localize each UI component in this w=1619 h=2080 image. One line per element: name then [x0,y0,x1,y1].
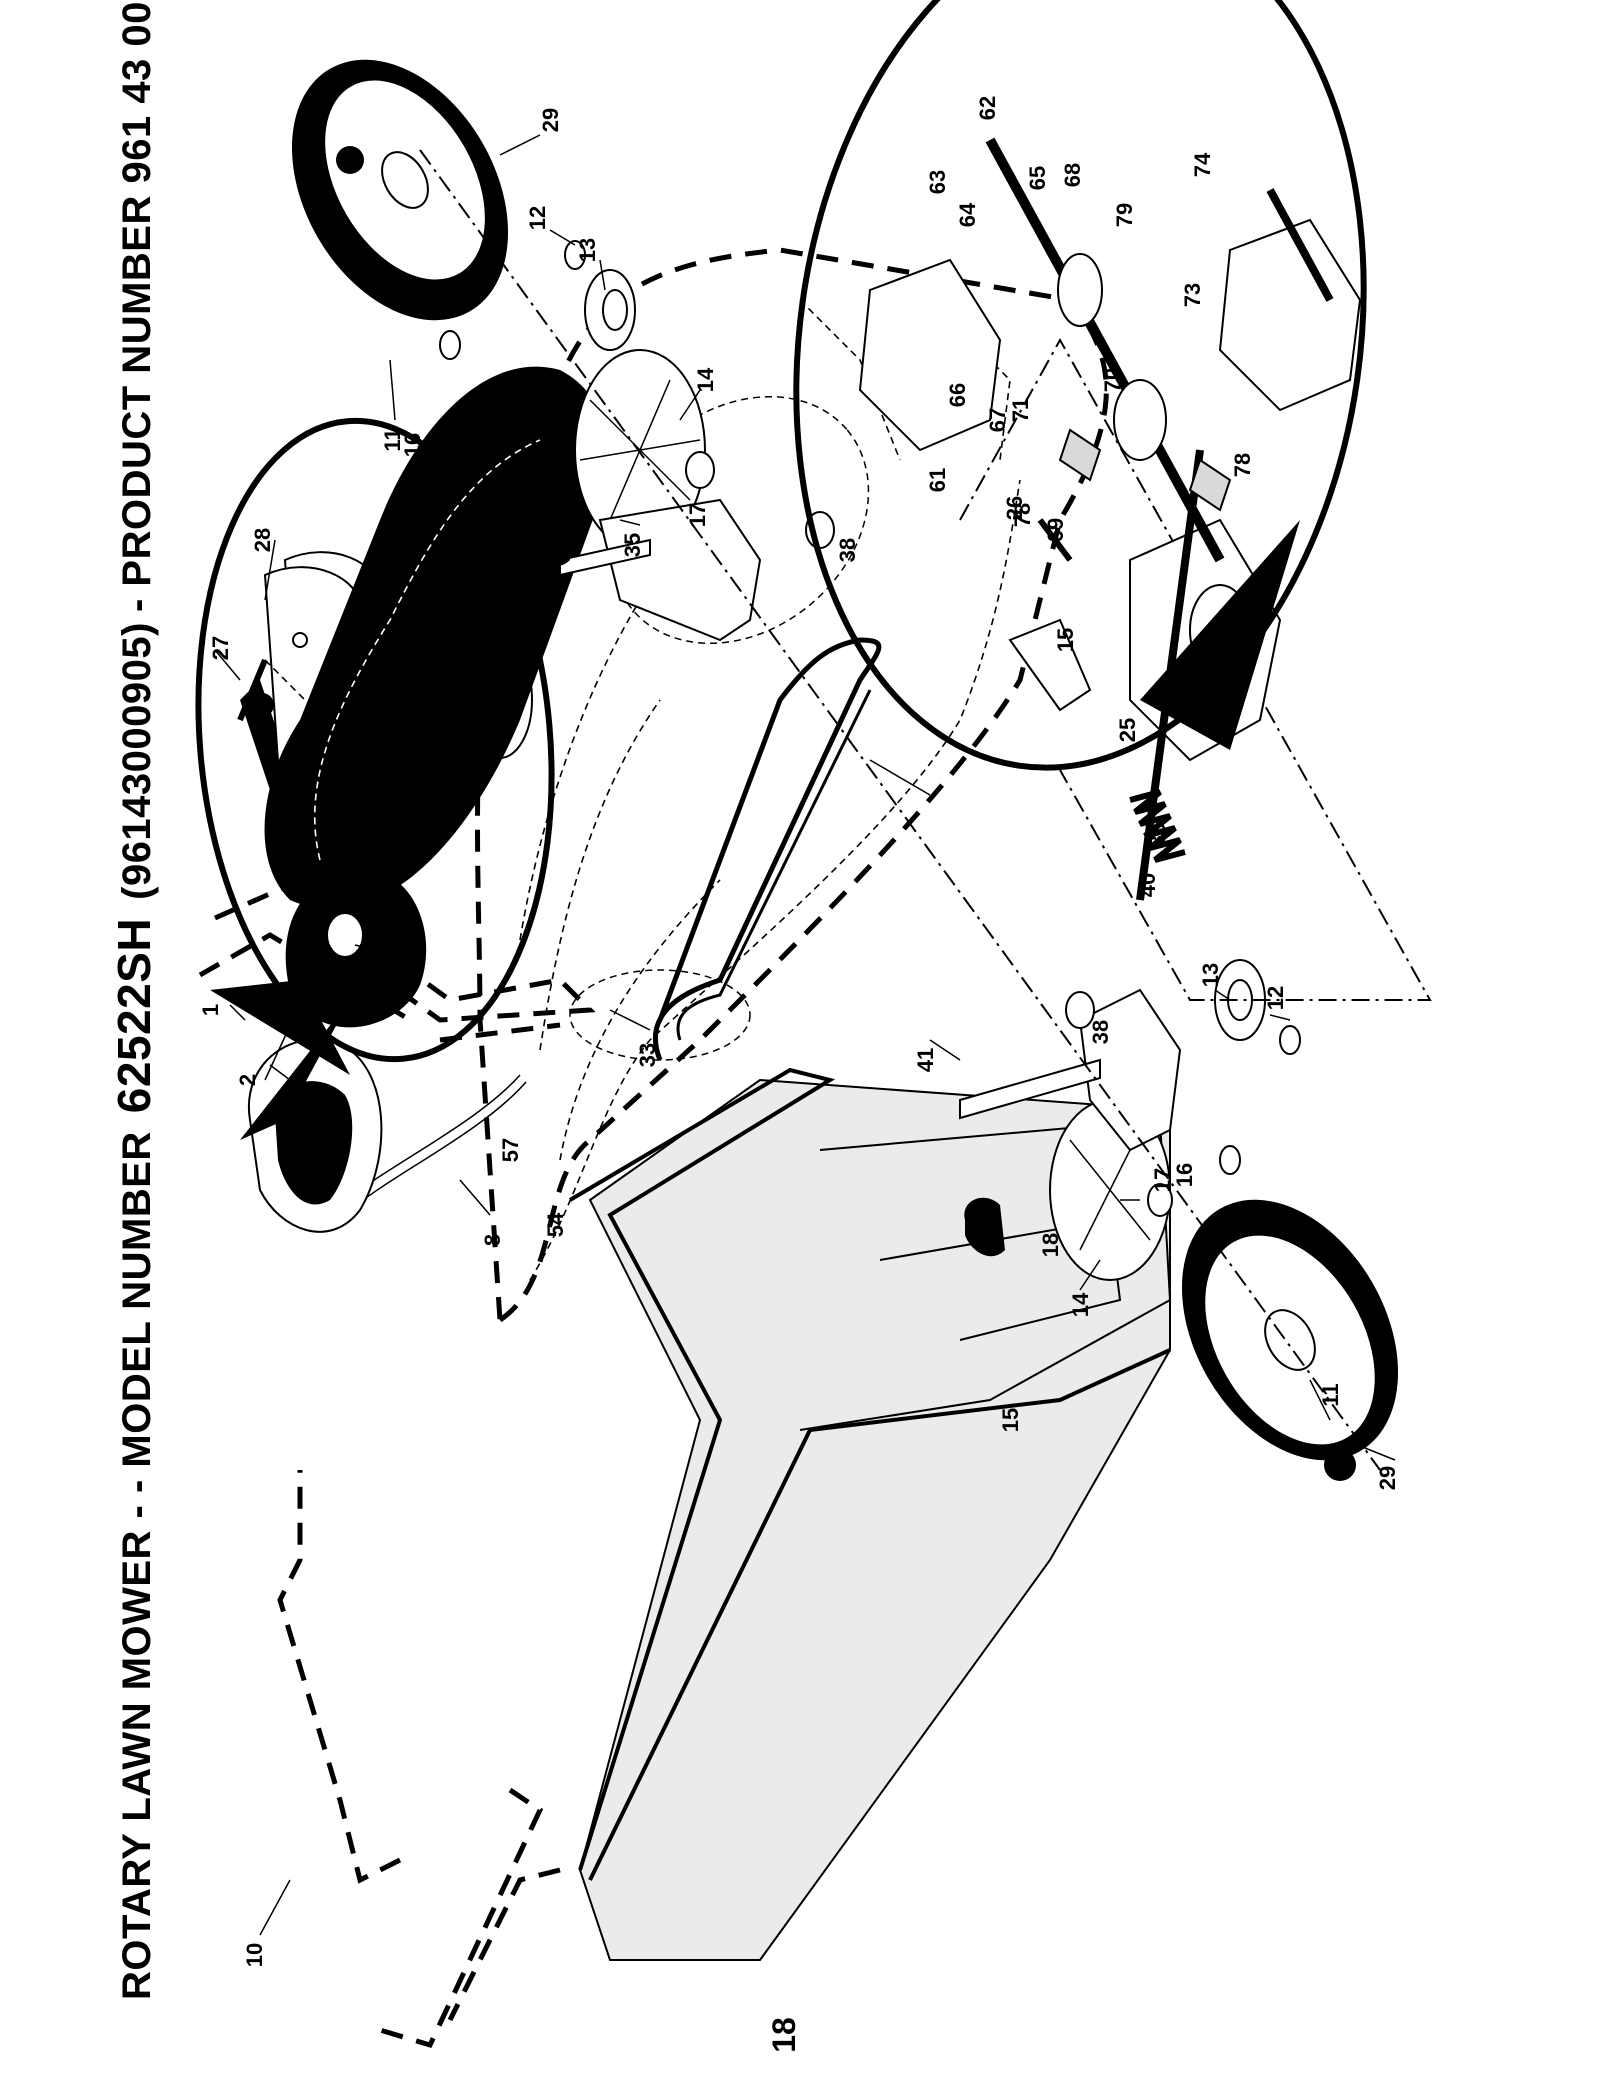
wheel-nut-bottom [1324,1449,1356,1481]
cable-outline [365,1081,527,1199]
part-label-16-top: 16 [400,433,425,457]
snap-ring-bottom [1279,1025,1301,1055]
part-label-74: 74 [1190,152,1215,177]
part-label-17-top: 17 [685,503,710,527]
wheel-nut-top [336,146,364,174]
screw [1037,518,1073,562]
rear-axle-line [419,149,1381,1471]
bolt [237,658,268,722]
part-label-54: 54 [543,1212,568,1237]
part-label-14-bottom: 14 [1068,1292,1093,1317]
spring [1129,789,1186,863]
part-label-11-top: 11 [380,428,405,451]
part-label-70: 70 [1100,368,1125,392]
wheel-top [291,59,509,321]
part-label-15-bottom: 15 [998,1408,1023,1432]
part-label-3: 3 [370,932,395,944]
bearing [685,451,715,489]
part-label-36: 36 [1145,823,1170,847]
diagram-title: ROTARY LAWN MOWER - - MODEL NUMBER62522S… [108,0,160,2000]
part-label-73: 73 [1180,283,1205,307]
part-label-38-bottom: 38 [1088,1020,1113,1044]
part-label-78-left: 78 [1010,503,1035,527]
part-label-38-top: 38 [835,538,860,562]
cable [359,1074,521,1191]
part-label-12-bottom: 12 [1263,986,1288,1010]
part-labels: 1 2 3 4 5 6 7 8 10 11 11 12 12 13 13 14 … [198,96,1400,1967]
part-label-4: 4 [318,1118,343,1131]
part-label-69: 69 [1043,518,1068,542]
page-number: 18 [766,2017,802,2053]
part-label-17-bottom: 17 [1150,1168,1175,1192]
leader-lines [214,134,1396,1936]
belt-cover [264,366,608,909]
part-label-12-top: 12 [525,206,550,230]
part-label-5: 5 [300,1002,325,1014]
part-label-18-top: 18 [460,528,485,552]
part-label-40: 40 [1135,873,1160,897]
part-label-33: 33 [635,1043,660,1067]
part-label-13-top: 13 [575,238,600,262]
part-label-57: 57 [498,1138,523,1162]
height-adjuster-rear [529,498,762,642]
part-label-62: 62 [975,96,1000,120]
part-label-11-bottom: 11 [1318,1383,1343,1406]
part-label-71: 71 [1008,398,1033,422]
part-label-78-right: 78 [1230,453,1255,477]
bolt-axis [264,659,326,721]
part-label-18-bottom: 18 [1038,1233,1063,1257]
wheel-bottom [1181,1199,1399,1461]
transmission-boundary [959,337,1432,1001]
part-label-41: 41 [913,1048,938,1072]
part-label-64: 64 [955,202,980,227]
nut-lower [1065,991,1095,1029]
part-label-14-top: 14 [693,367,718,392]
part-label-68: 68 [1060,163,1085,187]
part-label-16-bottom: 16 [1172,1163,1197,1187]
part-label-63: 63 [925,170,950,194]
drive-belt [652,637,882,1061]
part-label-79: 79 [1112,203,1137,227]
gear-bottom [1214,959,1266,1041]
part-label-66: 66 [945,383,970,407]
washer [439,330,461,360]
part-label-65: 65 [1025,166,1050,190]
part-label-35: 35 [620,533,645,557]
part-label-1: 1 [198,1004,223,1016]
detail-bubble-gearbox [793,0,1367,771]
part-label-2: 2 [235,1074,260,1086]
part-label-27: 27 [208,636,233,660]
bearing-bottom [1147,1183,1173,1217]
part-label-28: 28 [250,528,275,552]
part-label-29-top: 29 [538,108,563,132]
height-adjuster-front [959,988,1182,1257]
part-label-10: 10 [242,1943,267,1967]
part-label-26: 26 [1002,496,1027,520]
part-label-32: 32 [440,558,465,582]
snap-ring [564,240,586,270]
part-label-7: 7 [298,1179,323,1191]
part-label-67: 67 [985,408,1010,432]
part-label-13-bottom: 13 [1198,963,1223,987]
part-label-25: 25 [1115,718,1140,742]
washer-bottom [1219,1145,1241,1175]
part-label-8: 8 [480,1234,505,1246]
gear-top [584,269,636,351]
grass-catcher [568,1067,1172,1961]
part-label-29-bottom: 29 [1375,1466,1400,1490]
part-label-6: 6 [375,834,400,846]
bracket [1008,618,1092,712]
part-label-15-top: 15 [1053,628,1078,652]
part-label-61: 61 [925,468,950,492]
